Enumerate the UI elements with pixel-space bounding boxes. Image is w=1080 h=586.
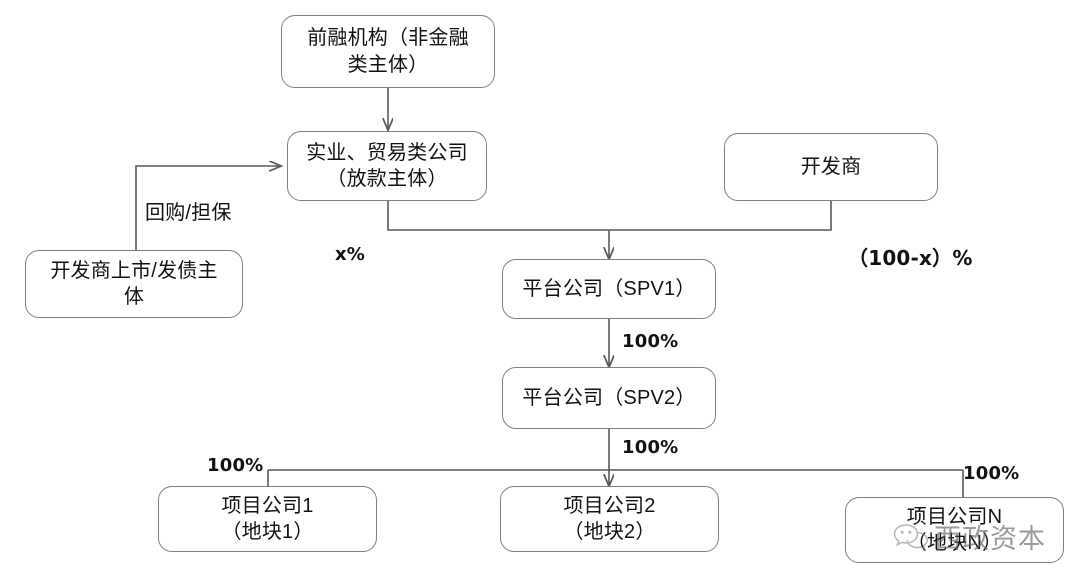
- node-platform-company-spv2[interactable]: 平台公司（SPV2）: [502, 367, 716, 429]
- edge-developer-down-left: [609, 201, 832, 231]
- label-x-percent: x%: [335, 244, 366, 265]
- node-label: 实业、贸易类公司 （放款主体）: [306, 141, 468, 190]
- node-developer-listed-bond-issuer[interactable]: 开发商上市/发债主 体: [25, 250, 243, 318]
- node-developer[interactable]: 开发商: [724, 133, 938, 201]
- node-project-company-2[interactable]: 项目公司2 （地块2）: [500, 486, 719, 552]
- label-spv1-to-spv2-percent: 100%: [622, 331, 679, 352]
- node-label: 项目公司2 （地块2）: [563, 494, 656, 543]
- label-hundred-minus-x-percent: （100-x）%: [848, 246, 973, 270]
- node-label: 前融机构（非金融 类主体）: [307, 27, 469, 76]
- node-label: 项目公司1 （地块1）: [221, 494, 314, 543]
- edge-company-down-right: [387, 201, 609, 231]
- label-project-1-percent: 100%: [207, 455, 264, 476]
- node-label: 平台公司（SPV2）: [522, 386, 696, 409]
- node-project-company-1[interactable]: 项目公司1 （地块1）: [158, 486, 377, 552]
- node-platform-company-spv1[interactable]: 平台公司（SPV1）: [502, 259, 716, 319]
- node-pre-financing-institution[interactable]: 前融机构（非金融 类主体）: [281, 15, 495, 88]
- node-project-company-n[interactable]: 项目公司N （地块N）: [845, 497, 1064, 563]
- node-industrial-trading-company[interactable]: 实业、贸易类公司 （放款主体）: [287, 131, 487, 201]
- node-label: 项目公司N （地块N）: [906, 505, 1003, 554]
- node-label: 开发商: [800, 155, 862, 178]
- label-spv2-fanout-percent: 100%: [622, 437, 679, 458]
- node-label: 平台公司（SPV1）: [522, 277, 696, 300]
- node-label: 开发商上市/发债主 体: [50, 259, 218, 308]
- label-project-n-percent: 100%: [963, 463, 1020, 484]
- label-repurchase-guarantee: 回购/担保: [145, 202, 232, 224]
